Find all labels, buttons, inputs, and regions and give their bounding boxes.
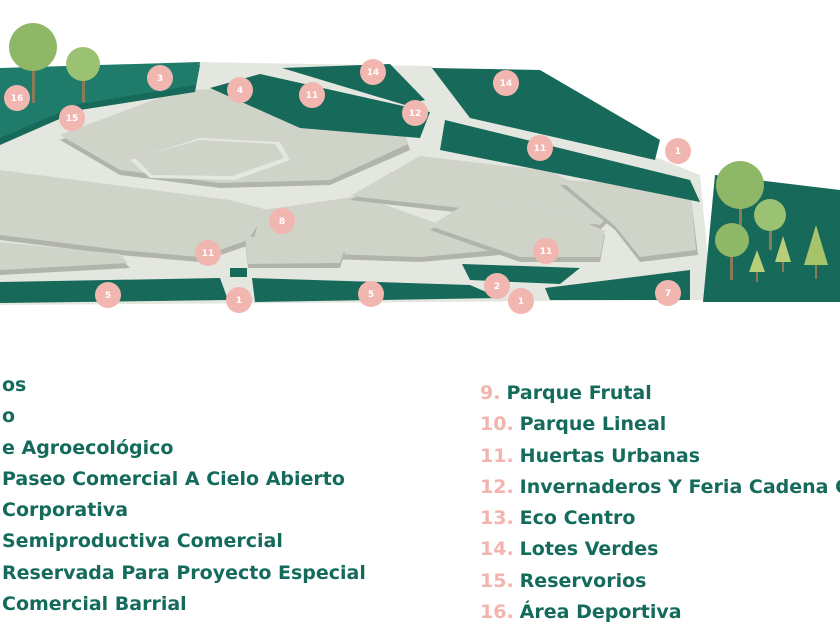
map-marker-label: 12 (409, 109, 422, 119)
map-marker: 8 (269, 208, 295, 234)
map-marker-label: 11 (534, 144, 547, 154)
map-marker-circle (358, 281, 384, 307)
legend-item: 11.Huertas Urbanas (480, 444, 701, 467)
legend-item: os (2, 374, 27, 396)
map-marker-circle (4, 85, 30, 111)
map-marker-circle (147, 65, 173, 91)
map-marker-circle (195, 240, 221, 266)
trees (9, 23, 828, 282)
map-marker-circle (655, 280, 681, 306)
legend-item: 13.Eco Centro (480, 507, 636, 530)
map-marker-label: 11 (202, 249, 215, 259)
map-marker: 15 (59, 105, 85, 131)
map-marker-circle (299, 82, 325, 108)
map-marker: 14 (360, 59, 386, 85)
map-marker-label: 5 (105, 291, 111, 301)
map-marker-circle (402, 100, 428, 126)
legend-item: 10.Parque Lineal (480, 413, 667, 436)
map-marker-label: 3 (157, 74, 163, 84)
map-marker-label: 1 (236, 296, 242, 306)
map-marker: 5 (95, 282, 121, 308)
map-marker-label: 14 (500, 79, 513, 89)
gray-lots (0, 88, 698, 275)
legend-item: 16.Área Deportiva (480, 601, 682, 624)
map-marker-circle (665, 138, 691, 164)
map-marker-label: 5 (368, 290, 374, 300)
map-marker-circle (527, 135, 553, 161)
map-marker: 5 (358, 281, 384, 307)
legend-item: Semiproductiva Comercial (2, 530, 283, 553)
legend-left: os o e Agroecológico Paseo Comercial A C… (0, 370, 366, 620)
map-marker-label: 1 (675, 147, 681, 157)
map-marker: 1 (665, 138, 691, 164)
legend-item: Paseo Comercial A Cielo Abierto (2, 467, 345, 490)
map-marker-circle (95, 282, 121, 308)
legend-item: 15.Reservorios (480, 569, 647, 592)
legend-item: 14.Lotes Verdes (480, 538, 659, 561)
legend-item: 9.Parque Frutal (480, 382, 652, 404)
map-marker: 4 (227, 77, 253, 103)
map-marker: 11 (299, 82, 325, 108)
map-marker: 1 (508, 288, 534, 314)
map-marker-label: 4 (237, 86, 243, 96)
map-marker: 3 (147, 65, 173, 91)
legend-item: Comercial Barrial (2, 593, 187, 616)
map-marker: 12 (402, 100, 428, 126)
map-marker-label: 11 (540, 247, 553, 257)
map-marker-circle (226, 287, 252, 313)
legend-item: o (2, 405, 16, 428)
map-marker-label: 1 (518, 297, 524, 307)
map-marker-label: 15 (66, 114, 79, 124)
map-marker-label: 8 (279, 217, 285, 227)
map-marker-label: 2 (494, 282, 500, 292)
legend-item: e Agroecológico (2, 436, 174, 459)
map-marker-circle (508, 288, 534, 314)
map-marker: 11 (533, 238, 559, 264)
legend-item: Reservada Para Proyecto Especial (2, 561, 366, 584)
map-marker-circle (533, 238, 559, 264)
map-marker-circle (269, 208, 295, 234)
legend-item: 12.Invernaderos Y Feria Cadena C (480, 475, 840, 498)
map-marker-circle (227, 77, 253, 103)
map-marker: 11 (527, 135, 553, 161)
legend-right: 9.Parque Frutal 10.Parque Lineal 11.Huer… (480, 378, 840, 628)
map-marker-circle (360, 59, 386, 85)
map-marker-label: 7 (665, 289, 671, 299)
map-marker-label: 14 (367, 68, 380, 78)
map-marker: 2 (484, 273, 510, 299)
map-marker: 7 (655, 280, 681, 306)
map-marker: 11 (195, 240, 221, 266)
map-marker-label: 16 (11, 94, 24, 104)
map-marker-circle (484, 273, 510, 299)
map-marker-circle (59, 105, 85, 131)
map-marker-label: 11 (306, 91, 319, 101)
legend-item: Corporativa (2, 499, 129, 522)
map-marker: 16 (4, 85, 30, 111)
map-marker: 14 (493, 70, 519, 96)
map-marker-circle (493, 70, 519, 96)
map-marker: 1 (226, 287, 252, 313)
